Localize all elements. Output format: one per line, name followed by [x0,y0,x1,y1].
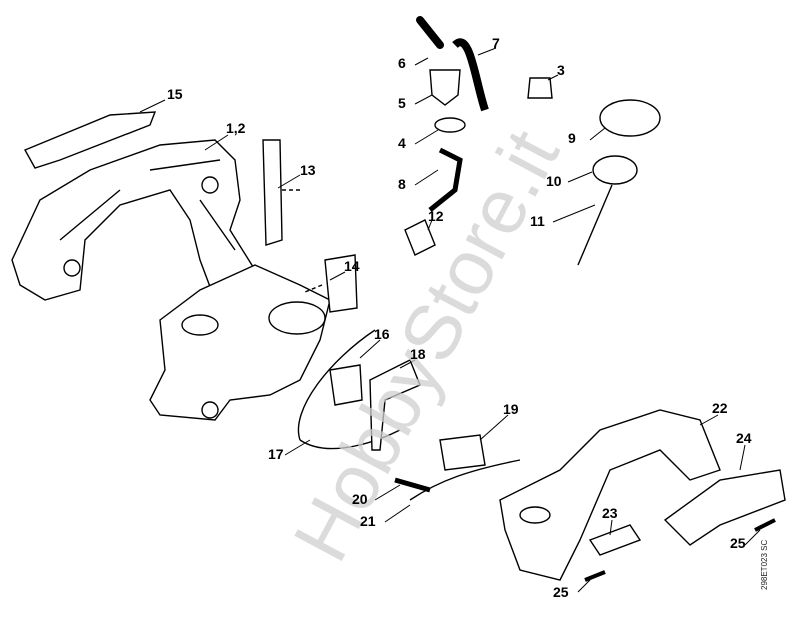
part-switch-18 [369,359,421,451]
part-strap-11 [577,184,613,266]
callout-label: 24 [736,430,752,446]
part-fuel-tank [149,264,331,421]
callout-label: 10 [546,173,562,189]
callout-label: 25 [553,584,569,600]
part-wire-21 [409,459,521,501]
callout-label: 15 [167,86,183,102]
callout-label: 3 [557,62,565,78]
part-hose-6 [416,16,444,49]
callout-label: 22 [712,400,728,416]
part-cover-15 [24,111,157,169]
callout-label: 19 [503,401,519,417]
callout-label: 14 [344,258,360,274]
callout-label: 23 [602,505,618,521]
callout-label: 21 [360,513,376,529]
drawing-code: 298ET023 SC [760,539,769,590]
callout-label: 9 [568,130,576,146]
callout-label: 6 [398,55,406,71]
part-cap-9 [599,99,661,137]
part-filter-12 [404,219,436,256]
part-hose-7 [452,38,489,112]
part-block-19 [439,434,486,471]
callout-label: 5 [398,95,406,111]
part-ignition-16 [329,364,363,406]
part-cover-24 [663,469,786,546]
decal-14 [324,254,358,313]
callout-label: 4 [398,135,406,151]
part-ring-4 [434,117,466,133]
callout-label: 8 [398,176,406,192]
callout-label: 1,2 [226,120,246,136]
callout-label: 20 [352,491,368,507]
part-valve-3 [527,77,553,99]
callout-label: 25 [730,535,746,551]
part-oring-10 [592,155,638,185]
part-filter-5 [429,69,461,106]
callout-label: 18 [410,346,426,362]
decal-13 [262,139,283,246]
part-button-23 [588,524,642,556]
part-spring-20 [394,477,431,493]
callout-label: 7 [492,35,500,51]
callout-label: 12 [428,208,444,224]
callout-label: 13 [300,162,316,178]
callout-label: 16 [374,326,390,342]
callout-label: 17 [268,446,284,462]
leader-lines [139,47,761,593]
part-screw-25b [584,570,606,582]
part-line-8 [428,147,463,212]
callout-label: 11 [530,213,545,229]
part-rear-handle-22 [499,409,721,581]
part-screw-25a [754,518,776,532]
part-wire-17 [297,329,401,450]
